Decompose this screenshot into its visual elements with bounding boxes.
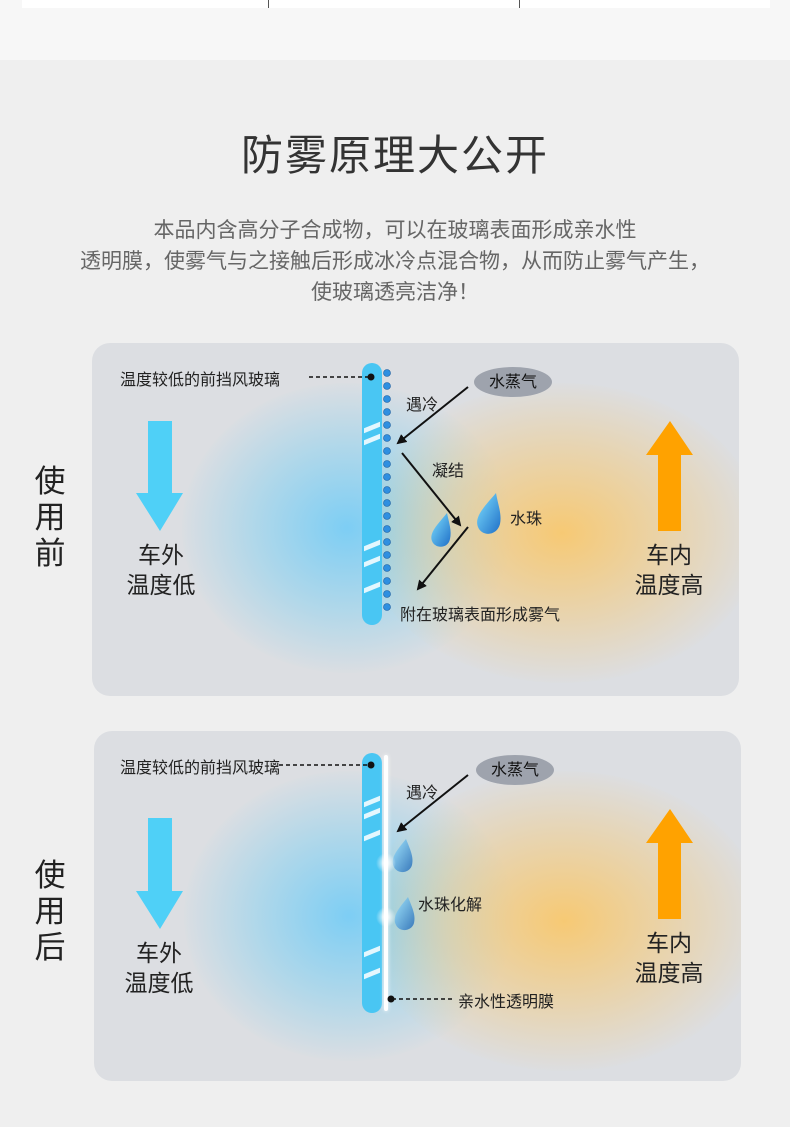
fog-label: 附在玻璃表面形成雾气: [400, 605, 561, 624]
inside-label-line: 车内: [646, 931, 692, 957]
fog-droplets: [383, 369, 391, 611]
vapor-badge: 水蒸气: [474, 367, 552, 397]
inside-temp-label: 车内 温度高: [614, 541, 724, 601]
fog-arrow: [416, 526, 469, 591]
outside-temp-label: 车外 温度低: [106, 541, 216, 601]
water-droplet-icon: [477, 493, 501, 534]
description-line-1: 本品内含高分子合成物，可以在玻璃表面形成亲水性: [153, 218, 637, 242]
panel-before: 温度较低的前挡风玻璃 水蒸气 遇冷 凝结 水珠 附在玻璃表面形成雾气 车外 温度…: [92, 343, 739, 696]
warm-air-glow: [364, 771, 741, 1071]
windshield-pointer-dot: [367, 761, 375, 769]
side-label-char: 使: [34, 464, 66, 500]
outside-label-line: 温度低: [126, 573, 196, 599]
condense-arrow: [401, 452, 462, 527]
panel-after-graphics: [136, 761, 693, 1003]
panel-after: 温度较低的前挡风玻璃 水蒸气 遇冷 水珠化解 亲水性透明膜 车外 温度低 车内 …: [94, 731, 741, 1081]
outside-label-line: 温度低: [124, 971, 194, 997]
windshield-label: 温度较低的前挡风玻璃: [120, 370, 281, 389]
side-label-char: 使: [34, 858, 66, 894]
film-label: 亲水性透明膜: [458, 992, 555, 1011]
cold-down-arrow-icon: [136, 818, 183, 929]
warm-up-arrow-icon: [646, 809, 693, 919]
windshield-label: 温度较低的前挡风玻璃: [120, 758, 281, 777]
side-label-after: 使 用 后: [30, 858, 70, 966]
side-label-char: 用: [34, 894, 66, 930]
cold-arrow: [396, 774, 469, 833]
top-strip-divider: [268, 0, 269, 8]
droplet-label: 水珠: [510, 509, 543, 528]
side-label-char: 后: [34, 930, 66, 966]
inside-label-line: 温度高: [634, 573, 704, 599]
outside-temp-label: 车外 温度低: [104, 939, 214, 999]
description-line-2: 透明膜，使雾气与之接触后形成冰冷点混合物，从而防止雾气产生，: [80, 249, 710, 273]
description-line-3: 使玻璃透亮洁净！: [311, 280, 479, 304]
windshield-glass: [362, 363, 382, 625]
warm-up-arrow-icon: [646, 421, 693, 531]
inside-label-line: 温度高: [634, 961, 704, 987]
side-label-char: 前: [34, 536, 66, 572]
condense-label: 凝结: [432, 461, 465, 480]
top-strip: [0, 0, 790, 60]
page-title: 防雾原理大公开: [240, 131, 549, 180]
sparkle-icon: [376, 907, 396, 927]
cold-label: 遇冷: [406, 395, 439, 414]
side-label-char: 用: [34, 500, 66, 536]
outside-label-line: 车外: [136, 941, 182, 967]
inside-label-line: 车内: [646, 543, 692, 569]
windshield-glass: [362, 753, 382, 1013]
cold-down-arrow-icon: [136, 421, 183, 531]
vapor-badge: 水蒸气: [476, 755, 554, 785]
inside-temp-label: 车内 温度高: [614, 929, 724, 989]
panel-before-graphics: [136, 369, 693, 611]
side-label-before: 使 用 前: [30, 464, 70, 572]
water-droplet-icon: [431, 513, 451, 547]
dissolve-label: 水珠化解: [418, 895, 483, 914]
sparkle-icon: [376, 853, 396, 873]
top-strip-bar: [22, 0, 770, 8]
dissolving-droplet-icon: [392, 839, 413, 873]
film-pointer-dot: [387, 995, 395, 1003]
top-strip-divider: [519, 0, 520, 8]
hydrophilic-film: [384, 755, 388, 1011]
cold-label: 遇冷: [406, 783, 439, 802]
outside-label-line: 车外: [138, 543, 184, 569]
cold-arrow: [396, 386, 469, 445]
dissolving-droplet-icon: [394, 897, 415, 931]
windshield-pointer-dot: [367, 373, 375, 381]
